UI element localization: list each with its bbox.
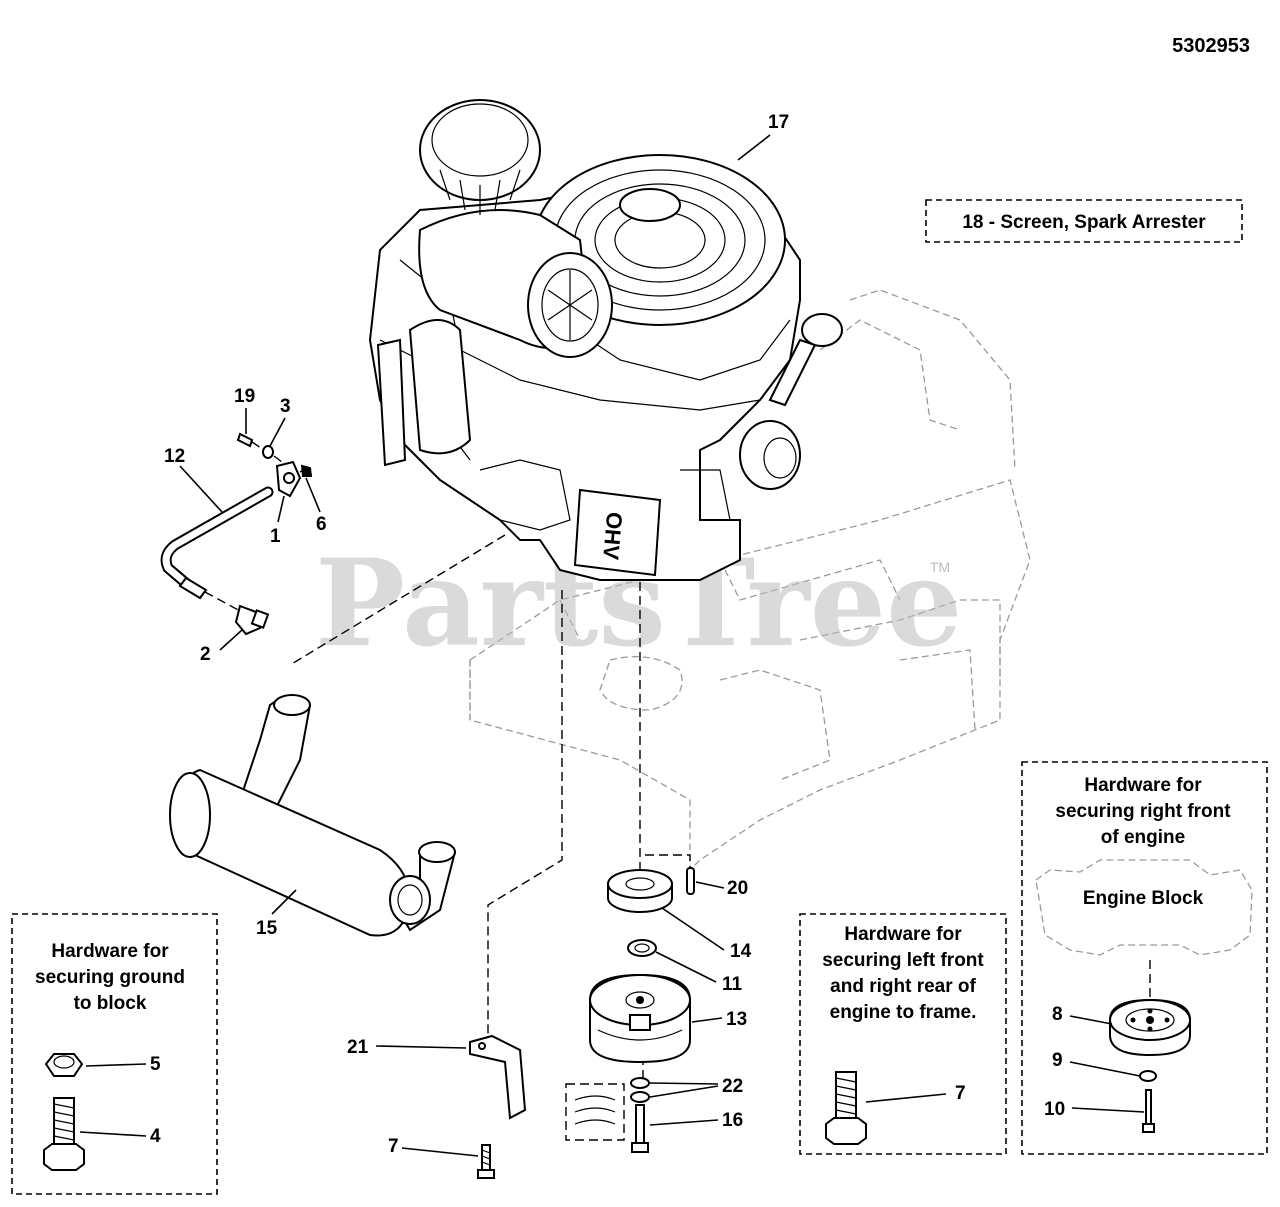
- left-front-box-line4: engine to frame.: [830, 1002, 977, 1023]
- callout-11: 11: [722, 974, 743, 995]
- watermark-trademark: TM: [930, 559, 950, 575]
- callout-14: 14: [730, 941, 752, 962]
- callout-10: 10: [1044, 1099, 1065, 1120]
- fuel-line: [160, 486, 274, 613]
- bracket-21: [469, 1034, 527, 1120]
- right-front-box-line1: Hardware for: [1084, 775, 1202, 796]
- callout-7-bracket: 7: [388, 1136, 399, 1157]
- clutch-13: [589, 973, 691, 1064]
- callout-20: 20: [727, 878, 748, 899]
- callout-7-frame: 7: [955, 1083, 966, 1104]
- ground-box-line2: securing ground: [35, 967, 185, 988]
- box-ground-hardware: Hardware for securing ground to block 5 …: [11, 913, 218, 1195]
- ground-box-line3: to block: [74, 993, 147, 1014]
- washer-9: [1139, 1070, 1157, 1082]
- callout-3: 3: [280, 396, 291, 417]
- fitting-2: [234, 604, 270, 636]
- bolt-7-frame: [825, 1071, 867, 1145]
- bolt-10: [1142, 1089, 1155, 1133]
- callout-17: 17: [768, 112, 789, 133]
- clamp-assembly: [236, 432, 313, 498]
- callout-9: 9: [1052, 1050, 1063, 1071]
- box-right-front-hardware: Hardware for securing right front of eng…: [1021, 761, 1268, 1155]
- callouts: 17 19 3 12 6 1 2 15 20 14 11 13 21 22 16…: [164, 112, 789, 1157]
- spring-box: [565, 1083, 625, 1141]
- left-front-box-line1: Hardware for: [844, 924, 962, 945]
- washers-22: [630, 1077, 650, 1103]
- callout-19: 19: [234, 386, 255, 407]
- callout-1: 1: [270, 526, 281, 547]
- bolt-16: [631, 1104, 649, 1153]
- idler-pulley-8: [1109, 998, 1191, 1057]
- spark-arrester-label: 18 - Screen, Spark Arrester: [962, 212, 1206, 233]
- right-front-box-line2: securing right front: [1055, 801, 1231, 822]
- callout-15: 15: [256, 918, 278, 939]
- left-front-box-line2: securing left front: [822, 950, 984, 971]
- box-left-front-hardware: Hardware for securing left front and rig…: [799, 913, 1007, 1155]
- pulley-14: [607, 869, 673, 913]
- callout-2: 2: [200, 644, 211, 665]
- callout-12: 12: [164, 446, 185, 467]
- ground-box-line1: Hardware for: [51, 941, 169, 962]
- callout-16: 16: [722, 1110, 743, 1131]
- spacer-11: [627, 939, 657, 957]
- bolt-7-bracket: [477, 1144, 495, 1179]
- callout-5: 5: [150, 1054, 161, 1075]
- diagram-number: 5302953: [1172, 35, 1250, 57]
- callout-4: 4: [150, 1126, 161, 1147]
- callout-21: 21: [347, 1037, 369, 1058]
- mower-frame: [469, 289, 1031, 872]
- right-front-box-line3: of engine: [1101, 827, 1185, 848]
- nut-5: [44, 1053, 84, 1077]
- bolt-4: [43, 1097, 85, 1171]
- pin-20: [686, 867, 695, 895]
- spark-arrester-note: 18 - Screen, Spark Arrester: [925, 199, 1243, 243]
- callout-6: 6: [316, 514, 327, 535]
- muffler: [169, 694, 457, 937]
- callout-8: 8: [1052, 1004, 1063, 1025]
- engine: OHV: [368, 99, 843, 581]
- engine-block-label: Engine Block: [1083, 888, 1204, 909]
- ohv-plate-graphic: OHV: [598, 511, 627, 561]
- left-front-box-line3: and right rear of: [830, 976, 976, 997]
- callout-13: 13: [726, 1009, 747, 1030]
- callout-22: 22: [722, 1076, 743, 1097]
